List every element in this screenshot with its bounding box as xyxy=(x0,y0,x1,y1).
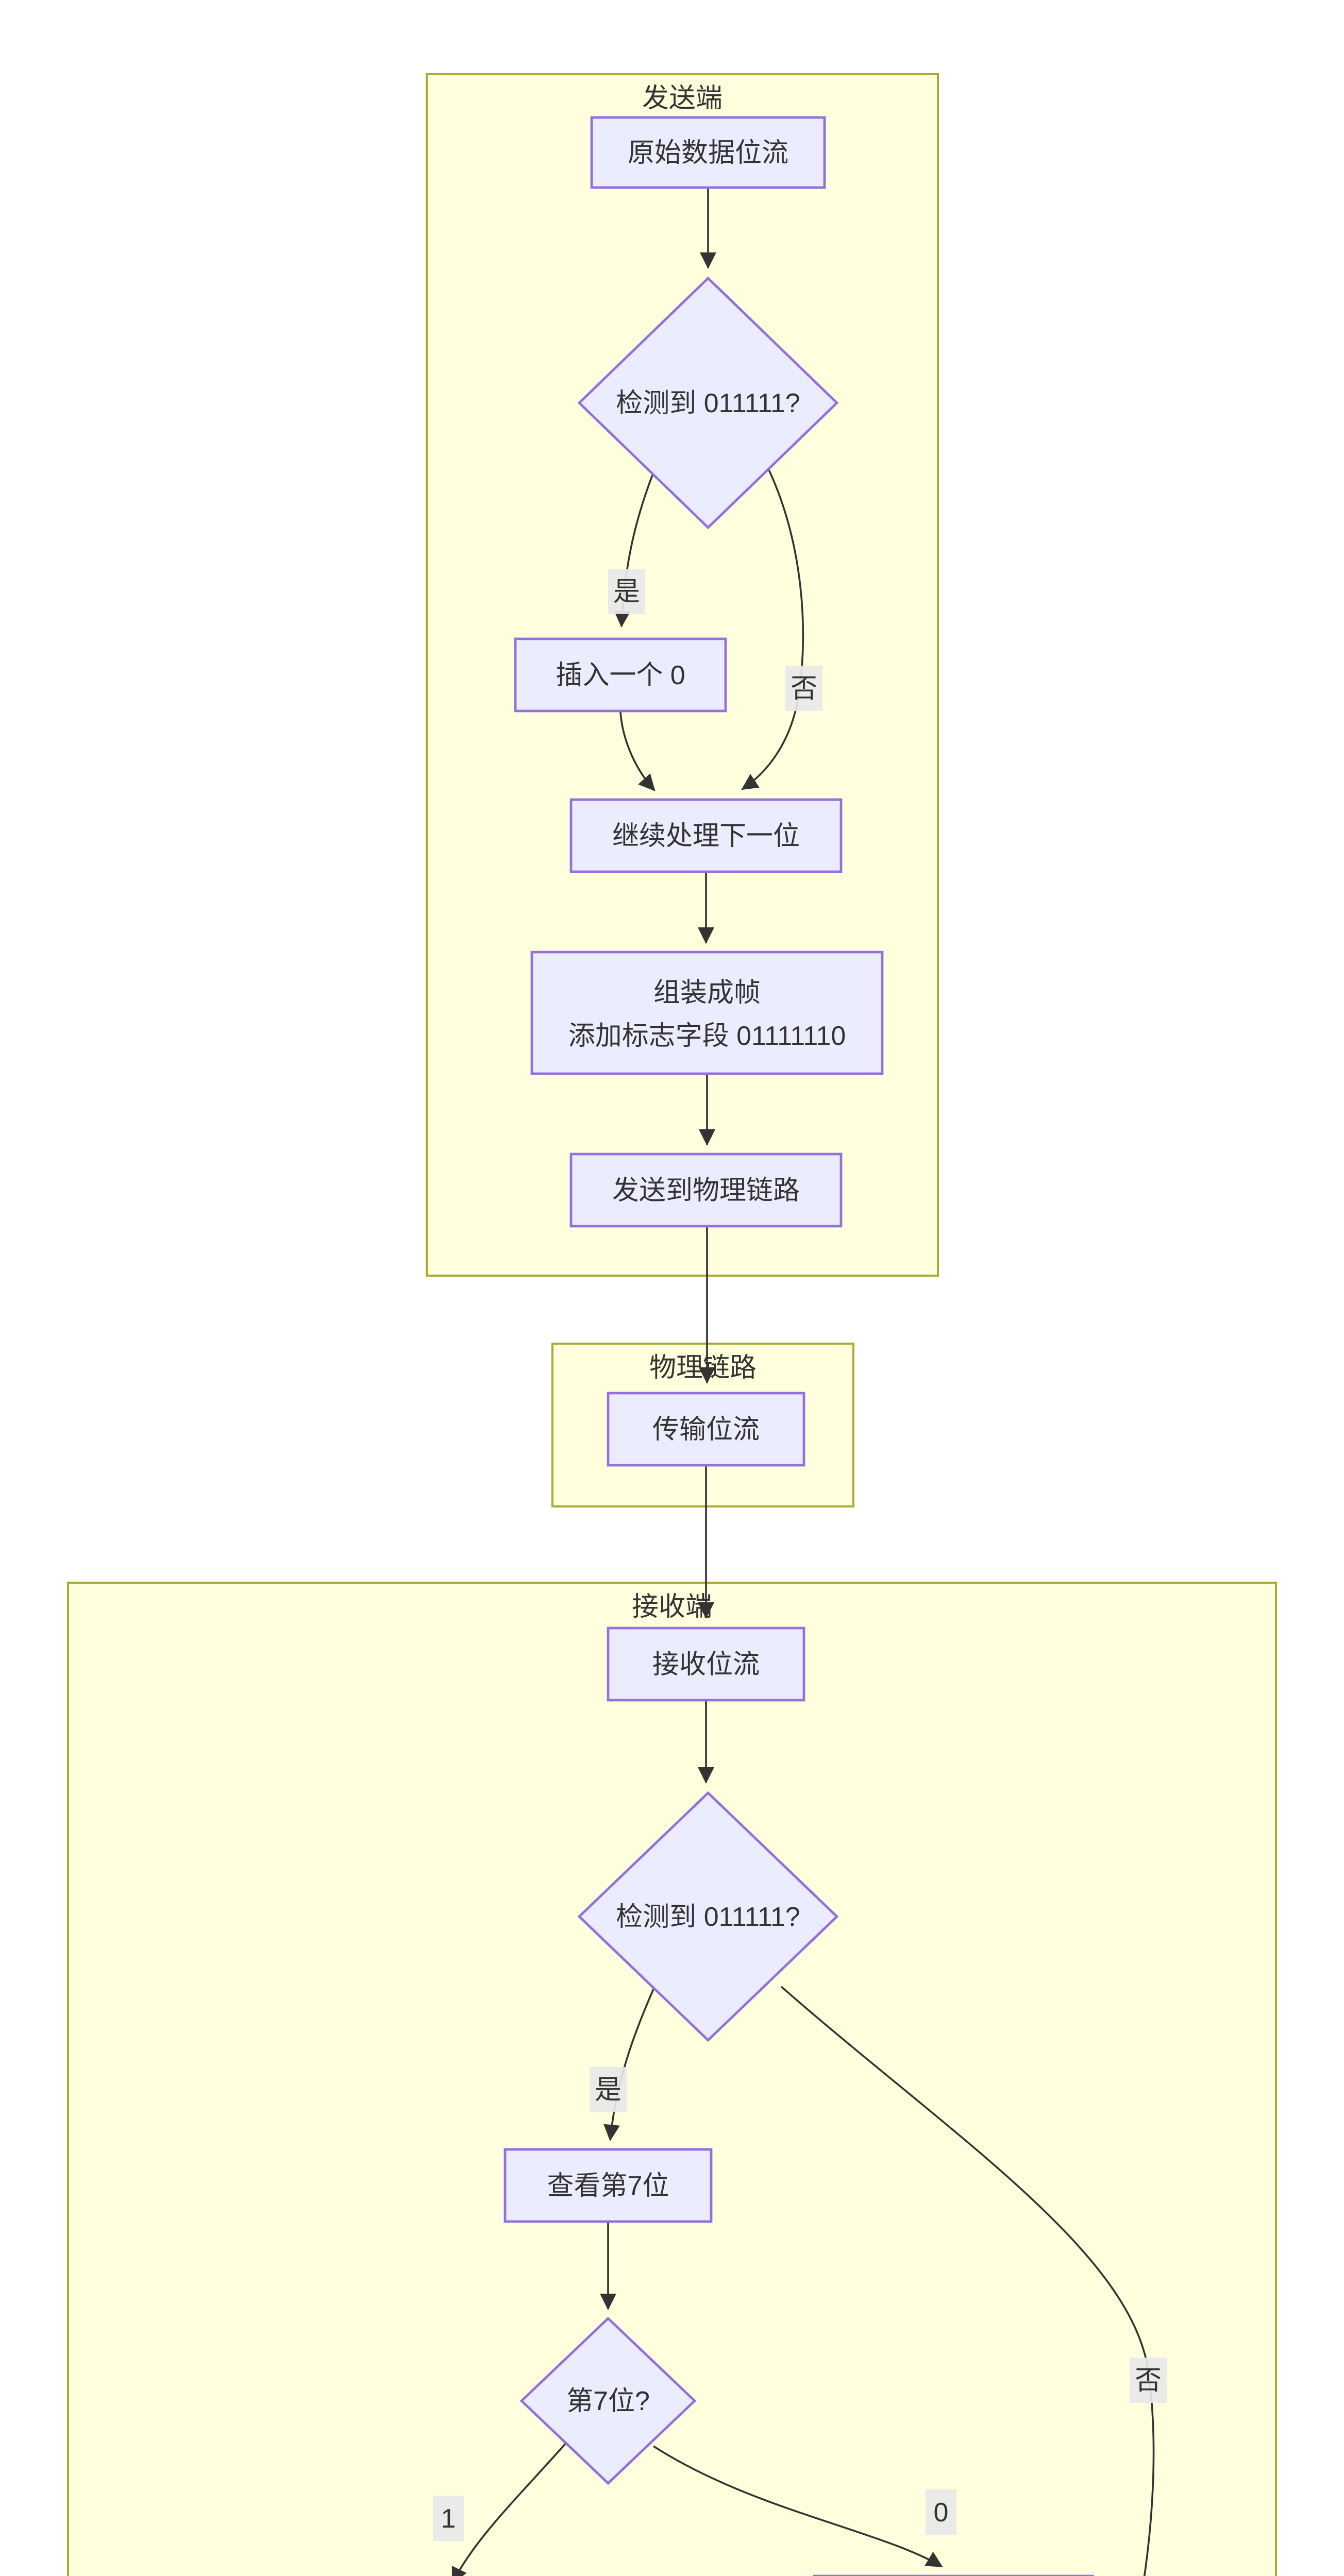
edge-label-yes1-bg xyxy=(608,569,645,614)
edge-label-yes1-text: 是 xyxy=(613,577,640,607)
node-frame-box xyxy=(530,951,884,1075)
node-send-label: 发送到物理链路 xyxy=(612,1176,800,1206)
node-receive-label: 接收位流 xyxy=(652,1650,760,1680)
edge-label-no2-bg xyxy=(1130,2358,1167,2403)
subgraph-sender-title: 发送端 xyxy=(642,83,723,113)
edge-label-no2-text: 否 xyxy=(1135,2366,1162,2396)
node-check7-label: 查看第7位 xyxy=(547,2171,669,2201)
edge-label-no1: 否 xyxy=(785,666,822,711)
edge-label-yes1: 是 xyxy=(608,569,645,614)
node-frame-label-line1: 组装成帧 xyxy=(653,978,761,1008)
subgraph-receiver: 接收端 xyxy=(67,1582,1277,2576)
node-original: 原始数据位流 xyxy=(590,116,826,189)
node-bit7-label: 第7位? xyxy=(566,2386,650,2416)
node-original-box xyxy=(590,116,826,189)
edge-label-zero7-bg xyxy=(926,2489,956,2535)
node-bit7-diamond xyxy=(519,2316,697,2485)
edge-label-zero7: 0 xyxy=(926,2489,956,2535)
node-original-label: 原始数据位流 xyxy=(628,138,788,168)
edge-label-no1-bg xyxy=(785,666,822,711)
node-detect2: 检测到 011111? xyxy=(577,1791,839,2042)
node-check7: 查看第7位 xyxy=(503,2148,713,2223)
node-next1-label: 继续处理下一位 xyxy=(612,821,800,851)
edge-label-no2: 否 xyxy=(1130,2358,1167,2403)
node-frame: 组装成帧 添加标志字段 01111110 xyxy=(530,951,884,1075)
subgraph-link-title: 物理链路 xyxy=(649,1353,757,1383)
edge-label-one7-bg xyxy=(433,2496,464,2541)
node-insert0-label: 插入一个 0 xyxy=(556,660,685,690)
subgraph-receiver-box xyxy=(67,1582,1277,2576)
edge-label-yes2-text: 是 xyxy=(595,2075,621,2105)
edge-label-one7-text: 1 xyxy=(441,2504,456,2534)
edge-label-yes2: 是 xyxy=(590,2067,627,2112)
node-detect1: 检测到 011111? xyxy=(577,276,839,530)
node-check7-box xyxy=(503,2148,713,2223)
node-send: 发送到物理链路 xyxy=(569,1153,843,1228)
subgraph-receiver-title: 接收端 xyxy=(632,1592,712,1622)
node-frame-label-line2: 添加标志字段 01111110 xyxy=(568,1021,846,1051)
node-transmit: 传输位流 xyxy=(607,1392,805,1467)
node-bit7: 第7位? xyxy=(519,2316,697,2485)
edge-bit7-one xyxy=(451,2441,568,2576)
node-transmit-box xyxy=(607,1392,805,1467)
node-detect2-diamond xyxy=(577,1791,839,2042)
edge-insert0-to-next1 xyxy=(619,711,656,791)
edge-label-no1-text: 否 xyxy=(791,674,817,704)
node-detect1-diamond xyxy=(577,276,839,530)
edge-label-zero7-text: 0 xyxy=(934,2498,949,2528)
node-send-box xyxy=(569,1153,843,1228)
node-detect1-label: 检测到 011111? xyxy=(616,388,800,418)
node-transmit-label: 传输位流 xyxy=(652,1415,760,1445)
node-insert0-box xyxy=(514,637,727,713)
node-receive: 接收位流 xyxy=(607,1626,805,1702)
edge-label-one7: 1 xyxy=(433,2496,464,2541)
node-detect2-label: 检测到 011111? xyxy=(616,1902,800,1932)
node-next1: 继续处理下一位 xyxy=(569,798,843,873)
edge-bit7-zero xyxy=(653,2445,943,2568)
edge-label-yes2-bg xyxy=(590,2067,627,2112)
node-insert0: 插入一个 0 xyxy=(514,637,727,713)
node-next1-box xyxy=(569,798,843,873)
node-receive-box xyxy=(607,1626,805,1702)
